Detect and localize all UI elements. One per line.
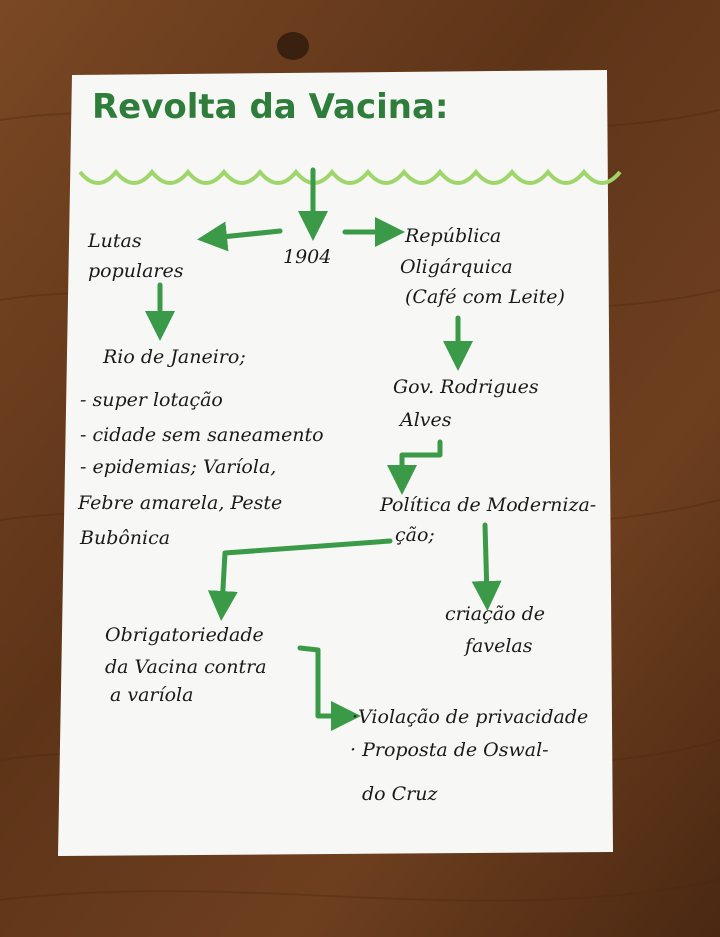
node-line: Alves [398,409,452,431]
paper-sheet [58,70,613,856]
node-line: Política de Moderniza- [379,494,596,516]
node-line: favelas [463,635,533,657]
node-line: Bubônica [79,527,170,549]
node-politica: Política de Moderniza- ção; [379,494,596,546]
arrow-obrigatoriedade-to-causas [297,645,361,731]
node-line: Rio de Janeiro; [102,346,246,368]
node-line: Gov. Rodrigues [393,376,539,398]
node-rio: Rio de Janeiro; - super lotação - cidade… [77,346,324,549]
node-favelas: criação de favelas [445,603,545,657]
node-line: da Vacina contra [105,656,267,678]
arrow-year-to-lutas [197,221,283,252]
diagram-title: Revolta da Vacina: [92,87,449,127]
wavy-divider [78,168,622,185]
node-line: a varíola [110,684,193,706]
arrow-politica-to-obrigatoriedade [207,538,393,621]
node-line: Febre amarela, Peste [77,492,282,514]
arrow-governo-to-politica [387,439,443,495]
node-line: Lutas [87,230,142,252]
node-obrigatoriedade: Obrigatoriedade da Vacina contra a varío… [105,624,267,706]
node-line: populares [88,260,184,282]
node-line: ·Violação de privacidade [352,706,588,728]
node-line: República [404,225,501,247]
node-line: - cidade sem saneamento [80,424,324,446]
year-node: 1904 [283,246,331,268]
node-governo: Gov. Rodrigues Alves [393,376,539,431]
node-line: Obrigatoriedade [105,624,264,646]
node-line: criação de [445,603,545,625]
paper-hole [277,32,309,60]
node-line: ção; [395,524,435,546]
node-republica: República Oligárquica (Café com Leite) [400,225,565,308]
node-line: · Proposta de Oswal- [350,739,549,761]
arrow-politica-to-favelas [471,522,502,611]
node-lutas: Lutas populares [87,230,184,282]
node-line: do Cruz [362,783,438,805]
node-causas: ·Violação de privacidade · Proposta de O… [350,706,588,805]
node-line: Oligárquica [400,256,513,278]
node-line: (Café com Leite) [405,286,565,308]
node-line: - super lotação [80,389,223,411]
node-line: - epidemias; Varíola, [80,456,276,478]
